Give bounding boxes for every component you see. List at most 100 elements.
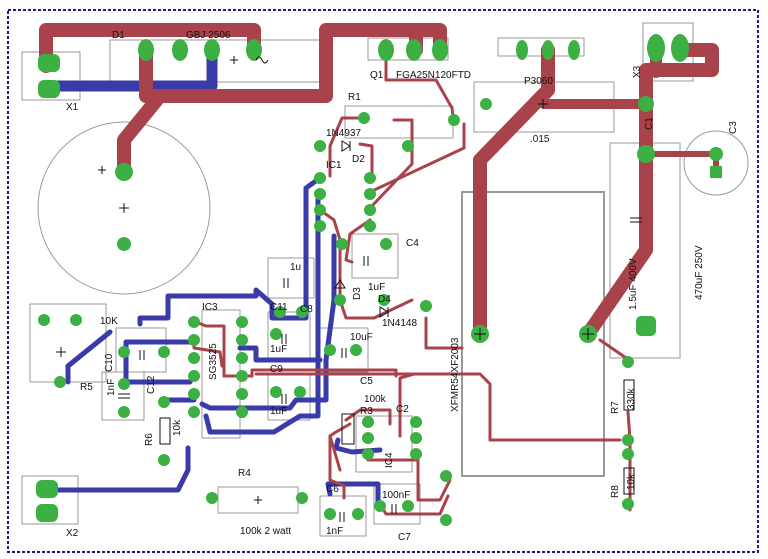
cap-symbol-c5 [341, 348, 347, 358]
label-c8: C8 [300, 304, 313, 315]
pad-c1-1 [637, 145, 655, 163]
label-x3: X3 [632, 65, 643, 78]
pad-x3-1 [647, 34, 665, 62]
label-ic3: IC3 [202, 302, 218, 313]
label-r8: R8 [610, 485, 621, 498]
trace-x1-bottom [44, 50, 218, 92]
c2-outline [37, 121, 211, 295]
pad-r8-1 [622, 448, 634, 460]
trace-ic4-pins [366, 458, 452, 502]
plus-mark-xfmr [474, 328, 486, 340]
pad-d4-2 [420, 300, 432, 312]
pad-rc1-3 [568, 40, 580, 60]
trace-ic3-left [65, 329, 113, 385]
trace-ic3-r7 [254, 372, 622, 442]
pad-r9-2 [70, 314, 82, 326]
label-d3: D3 [352, 287, 363, 300]
trace-ic4-left [325, 481, 381, 509]
resistor-body-r7 [623, 379, 635, 411]
label-c10: C10 [104, 353, 115, 372]
pad-r9-3 [54, 376, 66, 388]
pad-ic1-1 [314, 172, 326, 184]
pad-ic4-6 [410, 448, 422, 460]
trace-ic3-bottom [123, 339, 193, 385]
pad-c6-1 [324, 508, 336, 520]
pad-d2-2 [402, 140, 414, 152]
label-q1: Q1 [370, 70, 384, 81]
wave-mark-d1 [255, 56, 269, 64]
label-c4-value: 1uF [368, 282, 385, 293]
pad-ic4-5 [410, 432, 422, 444]
pad-ic3-5 [188, 388, 200, 400]
pad-ic1-7 [364, 204, 376, 216]
trace-ic4 [328, 434, 346, 500]
trace-c9-link-2 [199, 233, 337, 411]
label-x2: X2 [66, 528, 79, 539]
plus-mark-c2 [98, 166, 106, 174]
label-c11: C11 [270, 302, 288, 313]
pad-c4-2 [380, 238, 392, 250]
pad-ic4-4 [410, 416, 422, 428]
pad-ic1-6 [364, 188, 376, 200]
trace-x2-bottom [45, 445, 191, 493]
pad-c12-2 [118, 406, 130, 418]
trace-rc1 [473, 43, 555, 341]
trace-ic1-d2 [358, 142, 374, 180]
cap-symbol-c8 [281, 334, 287, 344]
pad-c10-2 [158, 346, 170, 358]
bottom-copper-traces [44, 50, 383, 509]
label-x1: X1 [66, 102, 79, 113]
trace-r1-gate [328, 116, 366, 178]
pad-x1-2 [38, 80, 60, 98]
plus-mark-xfmr-2 [582, 328, 594, 340]
label-c8-value: 1uF [270, 344, 287, 355]
pad-r1-1 [358, 112, 370, 124]
pad-ic1-4 [314, 220, 326, 232]
pad-d2-1 [314, 140, 326, 152]
trace-ic4-r [398, 372, 416, 438]
resistor-body-r6 [159, 417, 171, 445]
pad-ic3-7 [236, 316, 248, 328]
diode-symbol-d4 [379, 306, 389, 318]
component-symbols [56, 56, 642, 522]
pad-ic4-1 [362, 416, 374, 428]
pad-d1-1 [138, 39, 154, 61]
pad-rc1-1 [516, 40, 528, 60]
board-outline [7, 9, 759, 553]
label-r4: R4 [238, 468, 251, 479]
label-r8-value: 10k [626, 473, 637, 490]
pad-r9-1 [38, 314, 50, 326]
pad-c11-2 [296, 306, 308, 318]
label-c11-1u: 1u [290, 262, 301, 273]
pad-rc1-body-2 [638, 96, 654, 112]
pad-d4-1 [378, 294, 390, 306]
trace-ic4-mid [333, 437, 383, 455]
pad-r6-1 [158, 396, 170, 408]
pad-ic3-2 [188, 334, 200, 346]
pad-c5-1 [324, 344, 336, 356]
cap-symbol-c9 [281, 394, 287, 404]
label-ic3-part: SG3525 [208, 343, 219, 380]
pad-ic1-2 [314, 188, 326, 200]
label-c2: C2 [396, 404, 409, 415]
label-c9-value: 1uF [270, 406, 287, 417]
label-c7-value: 100nF [382, 490, 410, 501]
label-r9: R5 [80, 382, 93, 393]
label-c12-value: 1nF [106, 379, 117, 396]
pad-ic3-1 [188, 316, 200, 328]
pad-rc1-body-1 [480, 98, 492, 110]
c11-outline [267, 257, 315, 299]
cap-symbol-c1 [630, 217, 642, 223]
label-c12: C12 [146, 375, 157, 394]
trace-ic1-r1b [368, 118, 414, 210]
pad-c6-2 [352, 508, 364, 520]
pad-ic1-8 [364, 220, 376, 232]
label-c6: C6 [326, 484, 339, 495]
label-ic1: IC1 [326, 160, 342, 171]
trace-q1-r1 [384, 48, 456, 126]
pad-r7-1 [622, 356, 634, 368]
trace-d3 [338, 298, 414, 320]
plus-mark-d1 [230, 56, 238, 64]
label-c5: C5 [360, 376, 373, 387]
pad-ic1-5 [364, 172, 376, 184]
